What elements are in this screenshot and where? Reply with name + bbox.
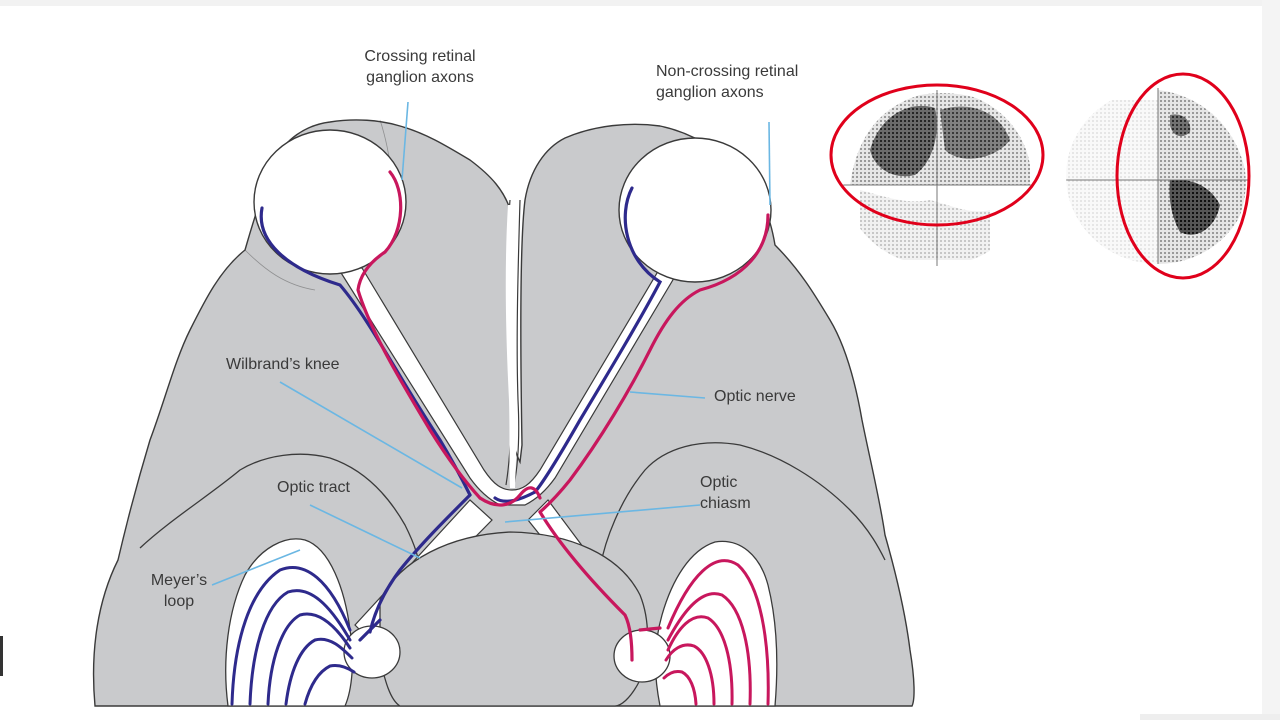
left-eye-globe (253, 129, 407, 275)
visual-field-plot-right (1066, 72, 1251, 280)
right-border (1262, 0, 1280, 720)
left-edge-mark (0, 636, 3, 676)
label-pointers (211, 101, 771, 586)
label-non-crossing-axons: Non-crossing retinal ganglion axons (656, 63, 799, 101)
bottom-border (1140, 714, 1280, 720)
label-wilbrands-knee: Wilbrand’s knee (226, 356, 340, 373)
right-optic-radiations (662, 559, 770, 706)
midbrain-region (379, 531, 649, 707)
label-optic-nerve: Optic nerve (714, 388, 796, 405)
right-eye-globe (618, 137, 772, 283)
visual-field-plot-left (829, 83, 1045, 266)
label-meyers-loop: Meyer’s loop (150, 572, 208, 610)
label-optic-tract: Optic tract (277, 479, 350, 496)
top-border (0, 0, 1280, 6)
label-crossing-axons: Crossing retinal ganglion axons (364, 48, 476, 86)
label-optic-chiasm: Optic chiasm (700, 474, 751, 512)
right-temporal-outline (599, 442, 886, 569)
crossing-axons (356, 170, 770, 662)
left-temporal-outline (139, 453, 421, 576)
left-optic-radiations (230, 566, 356, 706)
right-lgn (613, 629, 671, 683)
